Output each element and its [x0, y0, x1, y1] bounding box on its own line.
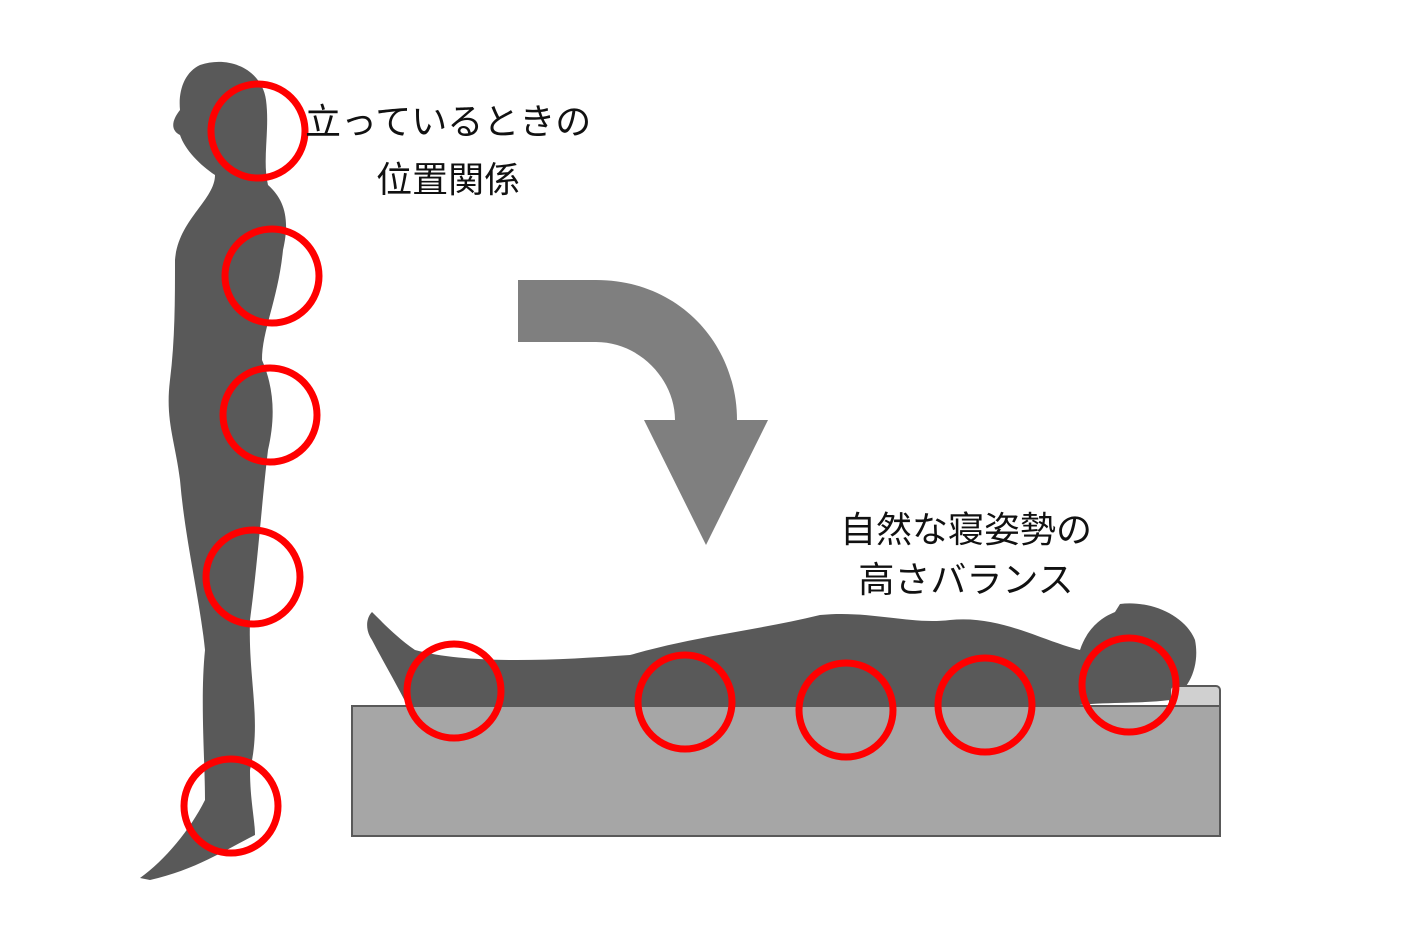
standing-person-silhouette	[140, 61, 287, 880]
marker-circle-hip	[219, 364, 321, 466]
marker-circle-knee	[202, 526, 304, 628]
lying-alignment-markers	[403, 634, 1180, 761]
standing-label: 立っているときの 位置関係	[305, 98, 591, 206]
lying-person-silhouette	[367, 603, 1197, 720]
marker-circle-neck	[207, 80, 309, 182]
transition-arrow	[518, 280, 768, 545]
marker-circle-back	[934, 654, 1036, 756]
standing-label-line2: 位置関係	[376, 160, 521, 201]
marker-circle-hip	[795, 659, 897, 761]
lying-label-line1: 自然な寝姿勢の	[840, 510, 1093, 551]
lying-label: 自然な寝姿勢の 高さバランス	[840, 506, 1092, 606]
marker-circle-neck	[1078, 634, 1180, 736]
standing-label-line1: 立っているときの	[305, 102, 592, 143]
marker-circle-ankle	[403, 640, 505, 742]
standing-alignment-markers	[180, 80, 323, 857]
lying-label-line2: 高さバランス	[858, 560, 1074, 601]
marker-circle-knee	[634, 651, 736, 753]
marker-circle-ankle	[180, 755, 282, 857]
mattress	[351, 705, 1221, 837]
marker-circle-back	[221, 225, 323, 327]
